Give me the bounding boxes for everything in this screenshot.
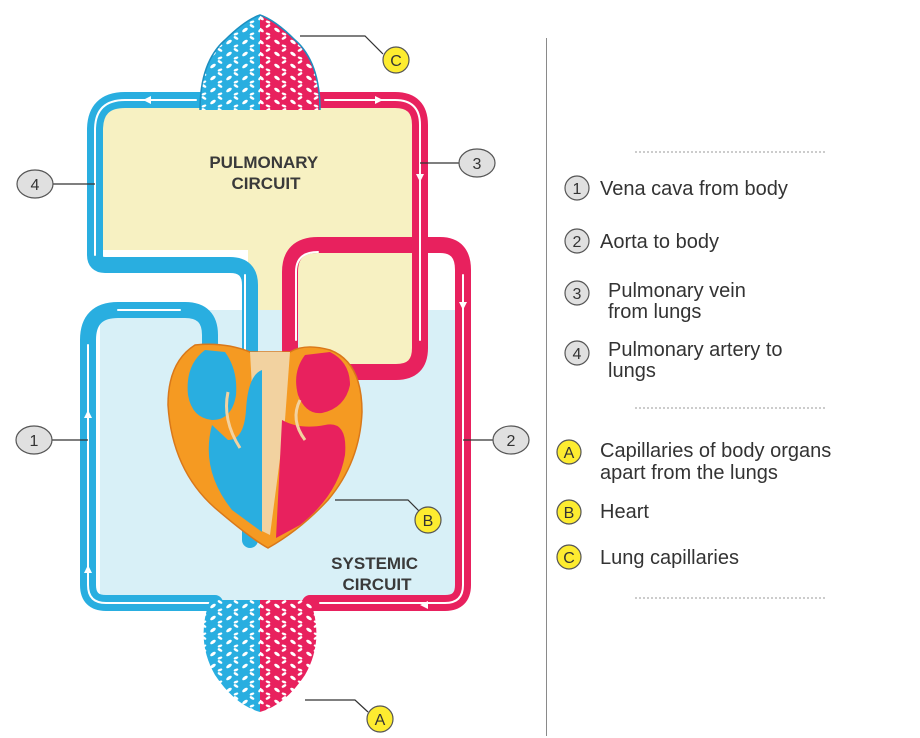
legend-item-3: 3 Pulmonary vein from lungs: [565, 280, 751, 323]
pulmonary-circuit-line-1: PULMONARY: [209, 153, 319, 172]
pulmonary-circuit-line-2: CIRCUIT: [232, 174, 302, 193]
marker-2: 2: [493, 426, 529, 454]
marker-4: 4: [17, 170, 53, 198]
body-capillaries: [204, 600, 317, 712]
legend-item-1-text: Vena cava from body: [600, 178, 788, 200]
legend-item-4-text: Pulmonary artery to lungs: [608, 339, 788, 382]
legend-item-c-text: Lung capillaries: [600, 547, 739, 569]
svg-text:3: 3: [573, 286, 582, 303]
legend-item-a: A Capillaries of body organs apart from …: [557, 440, 837, 484]
svg-text:A: A: [375, 712, 386, 729]
legend-item-2: 2 Aorta to body: [565, 229, 719, 253]
marker-c: C: [383, 47, 409, 73]
svg-text:3: 3: [473, 156, 482, 173]
svg-text:A: A: [564, 445, 575, 462]
legend-item-b: B Heart: [557, 500, 649, 524]
svg-text:B: B: [423, 513, 434, 530]
svg-text:C: C: [563, 550, 575, 567]
legend-item-c: C Lung capillaries: [557, 545, 739, 569]
legend-item-3-text: Pulmonary vein from lungs: [608, 280, 751, 323]
marker-3: 3: [459, 149, 495, 177]
svg-text:4: 4: [573, 346, 582, 363]
legend-item-4: 4 Pulmonary artery to lungs: [565, 339, 788, 382]
svg-text:B: B: [564, 505, 575, 522]
legend-item-b-text: Heart: [600, 501, 649, 523]
legend-item-1: 1 Vena cava from body: [565, 176, 788, 200]
legend-item-a-text: Capillaries of body organs apart from th…: [600, 440, 837, 484]
svg-text:4: 4: [31, 177, 40, 194]
svg-text:2: 2: [573, 234, 582, 251]
marker-a: A: [367, 706, 393, 732]
svg-text:1: 1: [573, 181, 582, 198]
svg-text:2: 2: [507, 433, 516, 450]
svg-text:1: 1: [30, 433, 39, 450]
systemic-circuit-line-2: CIRCUIT: [343, 575, 413, 594]
marker-1: 1: [16, 426, 52, 454]
legend: 1 Vena cava from body 2 Aorta to body 3 …: [557, 152, 837, 598]
svg-text:C: C: [390, 53, 402, 70]
vertical-divider: [546, 38, 547, 736]
systemic-circuit-line-1: SYSTEMIC: [331, 554, 418, 573]
lung-capillaries: [200, 15, 320, 110]
legend-item-2-text: Aorta to body: [600, 231, 719, 253]
marker-b: B: [415, 507, 441, 533]
